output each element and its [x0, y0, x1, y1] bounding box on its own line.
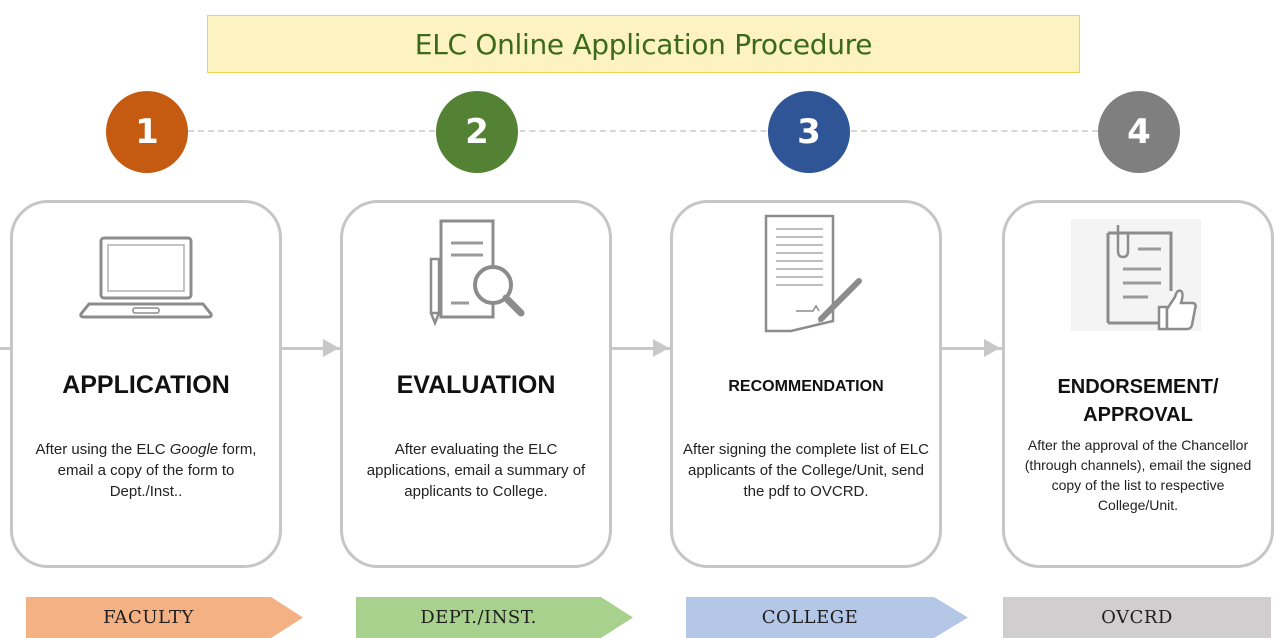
role-arrow-dept: DEPT./INST. [356, 597, 633, 638]
role-arrow-ovcrd: OVCRD [1003, 597, 1271, 638]
step-heading-endorsement: ENDORSEMENT/ APPROVAL [1057, 376, 1219, 426]
step-card-application: APPLICATION After using the ELC Google f… [10, 200, 282, 568]
role-arrow-college: COLLEGE [686, 597, 968, 638]
step-heading-application: APPLICATION [62, 371, 230, 399]
step-number-2: 2 [436, 91, 518, 173]
step-heading-evaluation: EVALUATION [396, 371, 556, 399]
role-label-ovcrd: OVCRD [1101, 607, 1173, 628]
step-card-recommendation: RECOMMENDATION After signing the complet… [670, 200, 942, 568]
laptop-icon [13, 203, 279, 343]
step-number-3: 3 [768, 91, 850, 173]
document-search-icon [343, 203, 609, 343]
role-arrow-faculty: FACULTY [26, 597, 303, 638]
step-description-evaluation: After evaluating the ELC applications, e… [366, 441, 586, 500]
title-banner: ELC Online Application Procedure [207, 15, 1080, 73]
flow-line [0, 347, 1274, 350]
step-card-endorsement: ENDORSEMENT/ APPROVAL After the approval… [1002, 200, 1274, 568]
step-description-application: After using the ELC Google form, email a… [35, 441, 257, 500]
step-number-1: 1 [106, 91, 188, 173]
flow-arrow-3 [984, 339, 1000, 357]
step-heading-recommendation: RECOMMENDATION [728, 378, 884, 395]
role-label-college: COLLEGE [761, 607, 859, 628]
step-description-recommendation: After signing the complete list of ELC a… [683, 441, 929, 500]
step-card-evaluation: EVALUATION After evaluating the ELC appl… [340, 200, 612, 568]
clipboard-thumbs-up-icon [1005, 203, 1271, 343]
step-connector-dashed [188, 130, 1108, 132]
page-title: ELC Online Application Procedure [414, 27, 873, 61]
flow-arrow-1 [323, 339, 339, 357]
role-label-dept: DEPT./INST. [420, 607, 537, 628]
document-sign-icon [673, 203, 939, 343]
step-number-4: 4 [1098, 91, 1180, 173]
flow-arrow-2 [653, 339, 669, 357]
role-label-faculty: FACULTY [103, 607, 194, 628]
step-description-endorsement: After the approval of the Chancellor (th… [1024, 437, 1252, 513]
